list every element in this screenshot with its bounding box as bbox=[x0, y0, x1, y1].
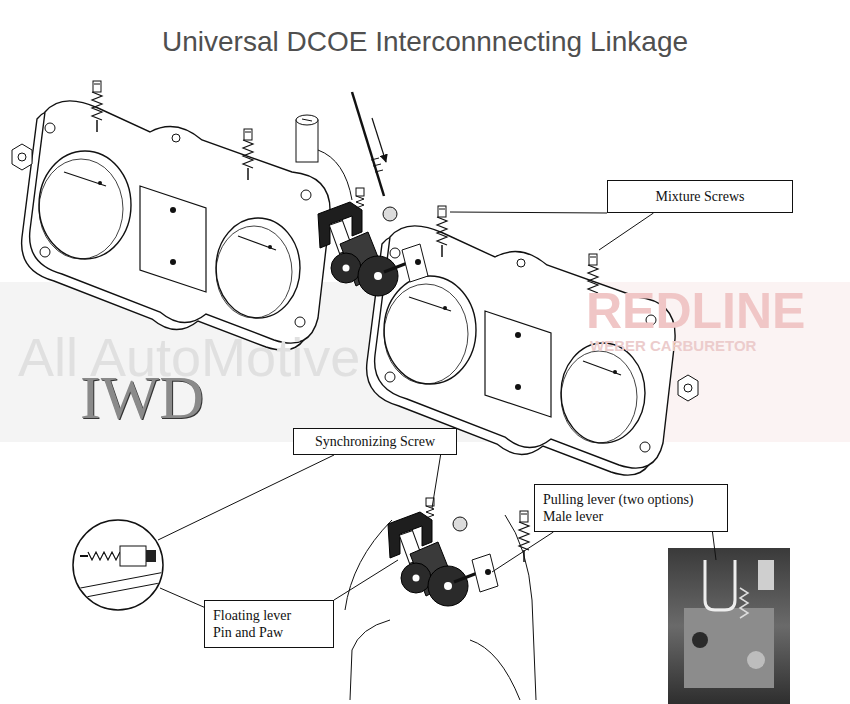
callout-text: Synchronizing Screw bbox=[302, 433, 448, 450]
linkage-photo bbox=[705, 560, 735, 610]
nut bbox=[12, 144, 32, 170]
linkage-photo bbox=[692, 632, 708, 648]
throttle-body bbox=[296, 115, 318, 125]
leader-line bbox=[158, 455, 334, 540]
linkage-detail-drawing bbox=[345, 520, 392, 610]
throttle-cable bbox=[373, 164, 381, 166]
callout-box: Floating lever Pin and Paw bbox=[204, 600, 334, 648]
callout-box: Synchronizing Screw bbox=[293, 428, 457, 455]
nut bbox=[684, 384, 692, 392]
screw-detail-inset bbox=[70, 572, 165, 590]
leader-line bbox=[160, 588, 204, 607]
screw-detail-inset bbox=[70, 546, 165, 600]
screw-detail-inset bbox=[70, 582, 165, 600]
watermark-text: All AutoMotive bbox=[18, 330, 360, 384]
linkage-detail-drawing bbox=[519, 511, 529, 562]
leader-line bbox=[599, 213, 654, 250]
throttle-cable bbox=[371, 158, 379, 160]
leader-line bbox=[492, 532, 553, 572]
linkage-detail-drawing bbox=[470, 640, 520, 700]
leader-line bbox=[712, 532, 716, 560]
throttle-body bbox=[302, 119, 312, 121]
leader-line bbox=[450, 212, 607, 213]
screw-detail-inset bbox=[80, 555, 88, 557]
screw-detail-inset bbox=[120, 546, 146, 566]
linkage-photo bbox=[668, 548, 790, 704]
linkage-photo bbox=[758, 560, 774, 590]
linkage-photo bbox=[747, 651, 765, 669]
callout-box: Pulling lever (two options) Male lever bbox=[534, 484, 728, 532]
callout-text: Pulling lever (two options) Male lever bbox=[543, 491, 707, 525]
watermark-text: WEBER CARBURETOR bbox=[590, 338, 756, 353]
linkage-detail-drawing bbox=[350, 620, 390, 700]
linkage-detail-drawing bbox=[388, 498, 498, 606]
throttle-cable bbox=[372, 118, 386, 162]
throttle-body bbox=[296, 120, 318, 162]
screw-detail-inset bbox=[146, 550, 156, 562]
left-carburetor-flange bbox=[22, 81, 330, 350]
linkage-detail-drawing bbox=[505, 515, 536, 700]
linkage-photo bbox=[668, 548, 790, 704]
screw-detail-inset bbox=[70, 520, 165, 610]
nut bbox=[678, 375, 698, 401]
watermark-logo: REDLINE bbox=[586, 286, 805, 336]
screw-detail-inset bbox=[73, 520, 163, 610]
leader-line bbox=[432, 455, 441, 508]
throttle-cable bbox=[375, 170, 383, 172]
linkage-assembly bbox=[318, 188, 428, 296]
nut bbox=[18, 153, 26, 161]
leader-line bbox=[334, 560, 398, 600]
callout-text: Floating lever Pin and Paw bbox=[213, 607, 301, 641]
throttle-body bbox=[318, 150, 352, 200]
screw-detail-inset bbox=[88, 552, 120, 560]
throttle-cable bbox=[352, 92, 386, 196]
linkage-detail-drawing bbox=[345, 498, 536, 700]
throttle-body bbox=[296, 115, 352, 200]
linkage-photo bbox=[740, 588, 748, 618]
linkage-photo bbox=[684, 608, 774, 688]
diagram-title: Universal DCOE Interconnnecting Linkage bbox=[0, 26, 850, 58]
throttle-cable bbox=[352, 92, 384, 196]
callout-box: Mixture Screws bbox=[607, 180, 793, 213]
callout-text: Mixture Screws bbox=[618, 188, 782, 205]
